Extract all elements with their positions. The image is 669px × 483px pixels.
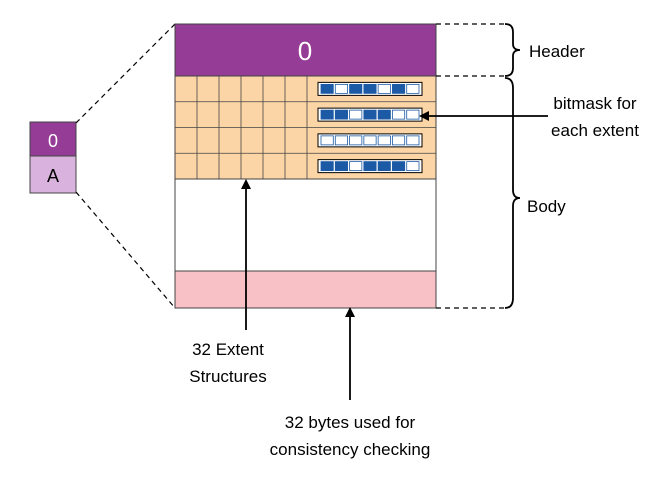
bitmask-bit	[320, 161, 334, 172]
bitmask-bit	[377, 135, 391, 146]
bitmask-label-line1: bitmask for	[553, 94, 636, 113]
bytes-label-line2: consistency checking	[270, 440, 431, 459]
bitmask-bit	[334, 161, 348, 172]
bitmask-bit	[363, 161, 377, 172]
extent-grid	[175, 76, 436, 179]
body-free-space	[174, 178, 437, 272]
bitmask-bit	[334, 135, 348, 146]
bitmask-bit	[406, 161, 420, 172]
bitmask-bit	[392, 135, 406, 146]
bitmask-bit	[320, 83, 334, 94]
bitmask-bit	[349, 135, 363, 146]
zoom-line-top	[75, 23, 176, 124]
small-block-bottom-label: A	[47, 166, 59, 186]
bitmask-bit	[377, 161, 391, 172]
bitmask-group	[317, 81, 423, 174]
extent-label-line1: 32 Extent	[192, 340, 264, 359]
extent-label-line2: Structures	[189, 367, 266, 386]
bitmask-bit	[349, 83, 363, 94]
header-brace	[504, 23, 521, 77]
bitmask-bit	[363, 83, 377, 94]
bitmask-bit	[377, 83, 391, 94]
small-block-top-label: 0	[48, 131, 58, 151]
small-block-top	[29, 121, 77, 157]
body-label: Body	[527, 197, 566, 216]
bitmask-bit	[392, 161, 406, 172]
bitmask-bit	[363, 135, 377, 146]
bitmask-label-line2: each extent	[551, 121, 639, 140]
bitmask-bit	[406, 135, 420, 146]
small-block-bottom	[29, 155, 77, 194]
bitmask-bit	[392, 83, 406, 94]
bitmask-bit	[392, 109, 406, 120]
bitmask-bit	[334, 83, 348, 94]
bitmask-bit	[377, 109, 391, 120]
bitmask-bit	[349, 109, 363, 120]
bitmask-bit	[349, 161, 363, 172]
header-section-label: 0	[298, 36, 312, 66]
zoom-line-bottom	[75, 191, 176, 309]
checksum-section	[174, 270, 437, 309]
bitmask-bit	[334, 109, 348, 120]
header-label: Header	[529, 42, 585, 61]
body-brace	[504, 77, 521, 309]
bitmask-bit	[406, 109, 420, 120]
bitmask-bit	[320, 135, 334, 146]
bitmask-bit	[320, 109, 334, 120]
bitmask-bit	[363, 109, 377, 120]
bitmask-bit	[406, 83, 420, 94]
block-outline	[174, 23, 437, 309]
bytes-label-line1: 32 bytes used for	[285, 413, 416, 432]
